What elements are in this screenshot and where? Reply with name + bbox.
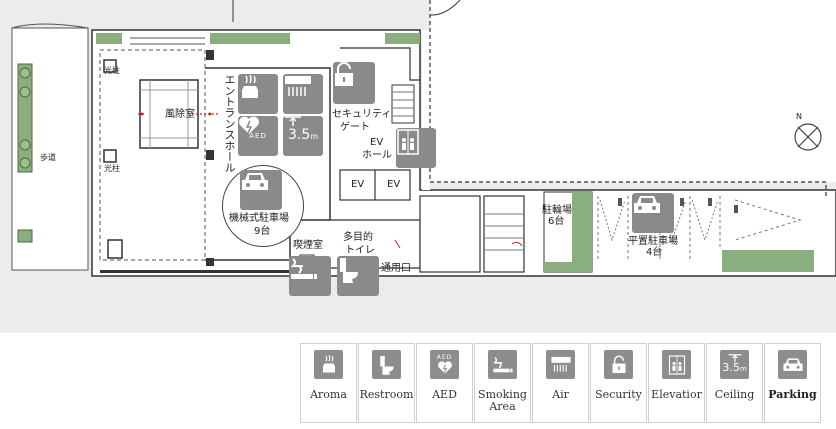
elevator-icon <box>662 350 691 379</box>
elevator-icon <box>396 128 436 168</box>
legend-label: Elevatior <box>651 388 702 401</box>
windbreak-room-label: 風除室 <box>165 109 195 120</box>
compass-icon <box>794 123 822 151</box>
smoking-room-label: 喫煙室 <box>293 240 323 251</box>
legend: Aroma Restroom AED AED Smoking Area Air … <box>300 343 822 423</box>
aed-icon: AED <box>238 116 278 156</box>
legend-item-parking: Parking <box>764 343 821 423</box>
restroom-icon <box>337 256 379 296</box>
security-icon <box>333 62 375 104</box>
ev-hall-label: EV <box>370 137 384 148</box>
legend-label: Security <box>595 388 642 401</box>
air-icon <box>283 74 323 114</box>
air-icon <box>546 350 575 379</box>
legend-item-restroom: Restroom <box>358 343 415 423</box>
elevator-label: EV <box>351 179 365 190</box>
legend-item-ceiling: 3.5m Ceiling <box>706 343 763 423</box>
flat-parking-count: 4台 <box>646 247 663 258</box>
security-icon <box>604 350 633 379</box>
legend-label: Aroma <box>310 388 347 401</box>
sidewalk-label: 歩道 <box>40 153 56 162</box>
multipurpose-toilet-label: トイレ <box>345 245 375 256</box>
entrance-hall-label: エントランスホール <box>223 74 236 173</box>
aed-icon: AED <box>430 350 459 379</box>
legend-item-aroma: Aroma <box>300 343 357 423</box>
ev-hall-label: ホール <box>362 150 392 161</box>
legend-label: AED <box>432 388 457 401</box>
security-gate-label: セキュリティ <box>332 109 392 120</box>
legend-item-smoking: Smoking Area <box>474 343 531 423</box>
service-entrance-label: 通用口 <box>381 263 411 274</box>
ceiling-icon: 3.5m <box>720 350 749 379</box>
flat-parking-label: 平置駐車場 <box>628 236 678 247</box>
multipurpose-toilet-label: 多目的 <box>343 232 373 243</box>
bicycle-parking-label: 駐輪場 <box>542 205 572 216</box>
restroom-icon <box>372 350 401 379</box>
legend-label: Restroom <box>359 388 414 401</box>
elevator-label: EV <box>387 179 401 190</box>
floor-plan-drawing <box>11 0 836 277</box>
car-icon <box>778 350 807 379</box>
north-label: N <box>796 112 802 121</box>
legend-item-elevator: Elevatior <box>648 343 705 423</box>
pillar-label: 光柱 <box>104 164 120 173</box>
aroma-icon <box>238 74 278 114</box>
car-icon <box>632 193 674 233</box>
legend-label: Air <box>552 388 569 401</box>
smoking-icon <box>488 350 517 379</box>
mechanical-parking-count: 9台 <box>254 226 271 237</box>
car-icon <box>240 170 282 210</box>
legend-item-security: Security <box>590 343 647 423</box>
legend-item-aed: AED AED <box>416 343 473 423</box>
mechanical-parking-label: 機械式駐車場 <box>229 213 289 224</box>
security-gate-label: ゲート <box>340 122 370 133</box>
bicycle-parking-count: 6台 <box>548 216 565 227</box>
legend-item-air: Air <box>532 343 589 423</box>
pillar-label: 光柱 <box>104 66 120 75</box>
legend-label: Ceiling <box>714 388 755 401</box>
aroma-icon <box>314 350 343 379</box>
floor-plan: 光柱 光柱 歩道 風除室 エントランスホール セキュリティ ゲート EV ホール… <box>0 0 836 333</box>
ceiling-icon: 3.5m <box>283 116 323 156</box>
legend-label: Parking <box>768 388 817 401</box>
legend-label: Smoking Area <box>478 388 527 413</box>
smoking-icon <box>289 256 331 296</box>
